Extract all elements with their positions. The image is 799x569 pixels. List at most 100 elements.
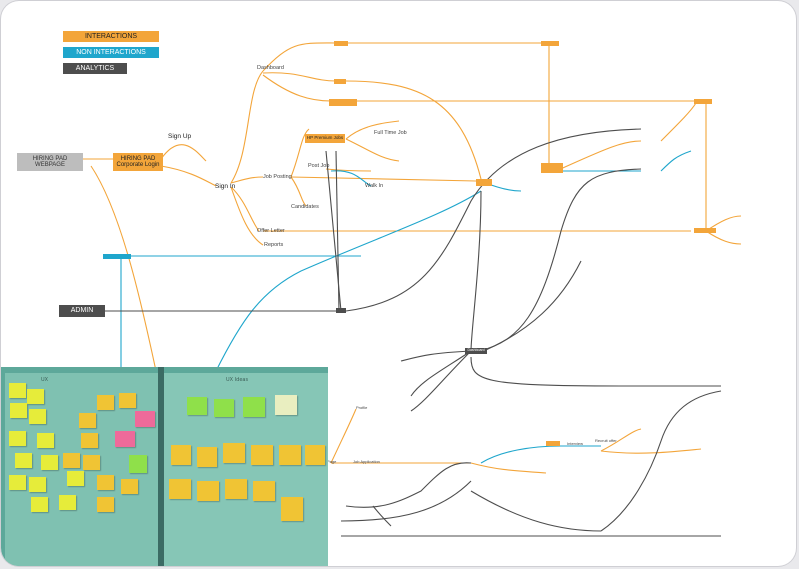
connector	[330, 408, 357, 464]
sticky-note	[9, 383, 26, 398]
connector	[262, 74, 332, 102]
sticky-note	[9, 475, 26, 490]
legend-non-interactions-label: NON INTERACTIONS	[76, 48, 146, 56]
sticky-note	[281, 497, 303, 521]
full-time-job-label: Full Time Job	[374, 130, 407, 136]
mini-node	[541, 41, 559, 46]
page-label: Page	[327, 459, 337, 464]
sticky-note	[121, 479, 138, 494]
reports-label: Reports	[264, 242, 284, 248]
connector	[470, 490, 602, 532]
post-job-label: Post Job	[308, 163, 330, 169]
connector	[555, 140, 642, 172]
connector	[345, 462, 472, 508]
sign-up-label: Sign Up	[168, 133, 192, 140]
sticky-note	[29, 409, 46, 424]
sticky-note	[197, 447, 217, 467]
mini-node	[329, 99, 357, 106]
sticky-note	[41, 455, 58, 470]
sticky-note	[243, 397, 265, 417]
connector	[215, 190, 482, 372]
connector	[262, 42, 337, 72]
sticky-note	[31, 497, 48, 512]
mini-node	[694, 99, 712, 104]
connector	[340, 480, 472, 522]
admin-label: ADMIN	[70, 307, 94, 315]
sticky-note	[27, 389, 44, 404]
recruit-offer-label: Recruit offer	[595, 438, 617, 443]
connector	[230, 186, 260, 232]
profile-label: Profile	[356, 405, 368, 410]
sticky-note	[275, 395, 297, 415]
connector	[230, 70, 264, 184]
whiteboard-photo: UX UX Ideas	[1, 367, 328, 566]
sticky-note	[29, 477, 46, 492]
corporate-login-node: HIRING PAD Corporate Login	[113, 153, 163, 171]
sticky-note	[10, 403, 27, 418]
connector	[470, 462, 547, 474]
sticky-note	[169, 479, 191, 499]
hp-premium-jobs-label: HP Premium Jobs	[306, 135, 344, 141]
sticky-note	[171, 445, 191, 465]
legend-non-interactions: NON INTERACTIONS	[63, 47, 159, 58]
connector	[480, 445, 562, 464]
connector	[660, 102, 697, 142]
connector	[705, 230, 742, 245]
corporate-login-label: HIRING PAD Corporate Login	[116, 155, 160, 168]
left-board-heading: UX	[41, 377, 49, 383]
hiring-pad-webpage-node: HIRING PAD WEBPAGE	[17, 153, 83, 171]
sticky-note	[135, 411, 155, 427]
mini-node	[336, 308, 346, 313]
sticky-note	[97, 395, 114, 410]
connector	[262, 72, 337, 82]
sticky-note	[81, 433, 98, 448]
mini-node	[103, 254, 131, 259]
dashboard-hub-node: Dashboard	[465, 348, 487, 354]
offer-letter-label: Offer Letter	[257, 228, 285, 234]
connector	[660, 150, 692, 172]
connector	[600, 448, 702, 454]
interview-label: Interview	[567, 441, 584, 446]
connector	[600, 390, 722, 532]
right-board-heading: UX Ideas	[226, 377, 249, 383]
dashboard-label: Dashboard	[257, 65, 284, 71]
sticky-note	[67, 471, 84, 486]
legend-interactions-label: INTERACTIONS	[84, 32, 138, 40]
legend-analytics: ANALYTICS	[63, 63, 127, 74]
admin-node: ADMIN	[59, 305, 105, 317]
connector	[478, 168, 642, 352]
connector	[345, 138, 400, 162]
sticky-note	[37, 433, 54, 448]
sticky-note	[119, 393, 136, 408]
connector	[230, 186, 264, 246]
hp-premium-jobs-node: HP Premium Jobs	[305, 134, 345, 143]
legend-analytics-label: ANALYTICS	[75, 64, 115, 72]
mini-node	[334, 41, 348, 46]
connector	[335, 150, 340, 312]
sticky-note	[9, 431, 26, 446]
sticky-note	[225, 479, 247, 499]
sign-in-label: Sign In	[215, 183, 236, 190]
connector	[410, 350, 472, 412]
sticky-note	[15, 453, 32, 468]
connector	[372, 505, 392, 527]
mini-hub-node	[476, 179, 492, 186]
connector	[345, 128, 642, 312]
sticky-note	[214, 399, 234, 417]
sticky-note	[83, 455, 100, 470]
connector	[90, 165, 157, 372]
sticky-note	[59, 495, 76, 510]
sticky-note	[253, 481, 275, 501]
connector	[325, 168, 372, 172]
sticky-note	[279, 445, 301, 465]
sticky-note	[97, 475, 114, 490]
sticky-note	[129, 455, 147, 473]
connector	[478, 260, 582, 354]
sticky-note	[251, 445, 273, 465]
connector	[470, 356, 721, 387]
connector	[290, 176, 477, 182]
dashboard-hub-label: Dashboard	[467, 348, 485, 353]
connector	[160, 144, 207, 162]
